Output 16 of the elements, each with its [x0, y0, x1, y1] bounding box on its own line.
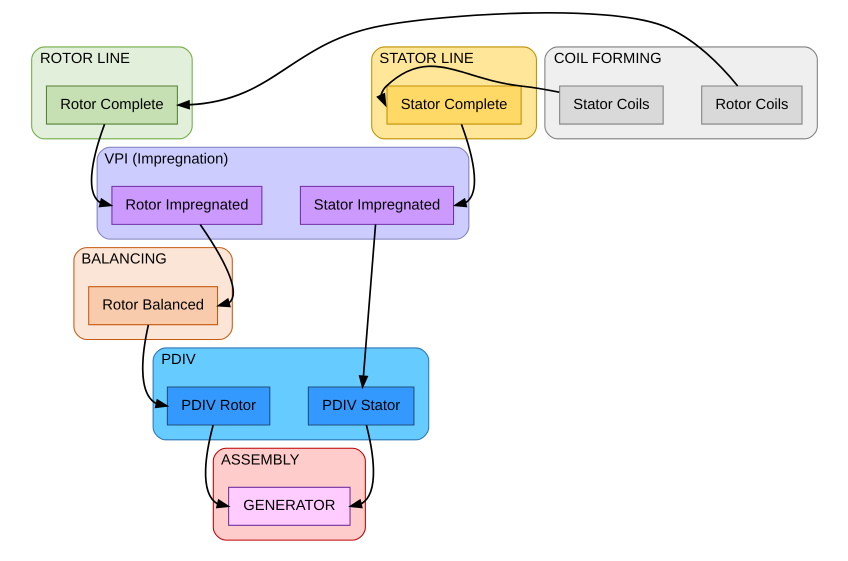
arrow: [175, 12, 738, 110]
node-box: PDIV Rotor: [166, 386, 270, 426]
node-box: Stator Complete: [386, 86, 522, 125]
node-box: Rotor Coils: [700, 86, 802, 125]
node-box: Stator Coils: [558, 86, 664, 125]
arrow: [141, 324, 169, 408]
node-box: Rotor Balanced: [88, 286, 218, 326]
arrow: [199, 224, 234, 308]
node-box: Rotor Complete: [45, 86, 178, 125]
node-box: GENERATOR: [228, 486, 350, 526]
arrow: [358, 224, 376, 390]
node-box: Rotor Impregnated: [110, 186, 262, 225]
node-box: Stator Impregnated: [299, 186, 454, 225]
node-box: PDIV Stator: [307, 386, 414, 426]
arrow: [376, 66, 559, 108]
arrow: [90, 124, 113, 208]
